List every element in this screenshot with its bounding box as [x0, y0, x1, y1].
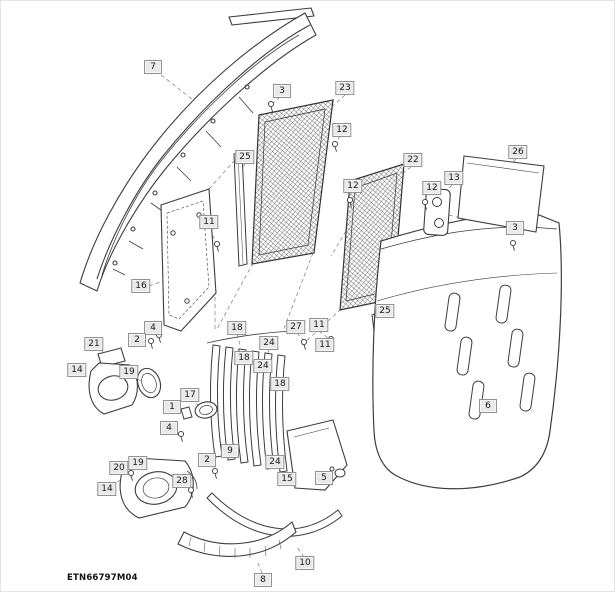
- callout-16[interactable]: 16: [131, 279, 151, 293]
- headlight-lower: [119, 457, 198, 519]
- callout-25[interactable]: 25: [375, 304, 395, 318]
- front-grille-slats: [206, 330, 291, 473]
- hood-frame-panel: [79, 7, 317, 292]
- callout-3[interactable]: 3: [273, 84, 291, 98]
- corner-panel: [457, 155, 545, 233]
- callout-19[interactable]: 19: [128, 456, 148, 470]
- callout-27[interactable]: 27: [286, 320, 306, 334]
- callout-12[interactable]: 12: [332, 123, 352, 137]
- callout-7[interactable]: 7: [144, 60, 162, 74]
- callout-6[interactable]: 6: [479, 399, 497, 413]
- callout-2[interactable]: 2: [198, 453, 216, 467]
- callout-20[interactable]: 20: [109, 461, 129, 475]
- callout-8[interactable]: 8: [254, 573, 272, 587]
- callout-12[interactable]: 12: [422, 181, 442, 195]
- callout-24[interactable]: 24: [253, 359, 273, 373]
- bumper-strip: [177, 521, 297, 558]
- callout-25[interactable]: 25: [235, 150, 255, 164]
- callout-21[interactable]: 21: [84, 337, 104, 351]
- callout-14[interactable]: 14: [67, 363, 87, 377]
- callout-11[interactable]: 11: [199, 215, 219, 229]
- trim-strip: [206, 492, 343, 537]
- callout-5[interactable]: 5: [315, 471, 333, 485]
- callout-15[interactable]: 15: [277, 472, 297, 486]
- callout-3[interactable]: 3: [506, 221, 524, 235]
- callout-2[interactable]: 2: [128, 333, 146, 347]
- callout-14[interactable]: 14: [97, 482, 117, 496]
- small-bracket: [423, 188, 451, 236]
- callout-12[interactable]: 12: [343, 179, 363, 193]
- callout-22[interactable]: 22: [403, 153, 423, 167]
- callout-19[interactable]: 19: [119, 365, 139, 379]
- callout-1[interactable]: 1: [163, 400, 181, 414]
- callout-24[interactable]: 24: [259, 336, 279, 350]
- callout-26[interactable]: 26: [508, 145, 528, 159]
- callout-23[interactable]: 23: [335, 81, 355, 95]
- callout-18[interactable]: 18: [227, 321, 247, 335]
- grille-panel-left: [251, 99, 334, 265]
- callout-9[interactable]: 9: [221, 444, 239, 458]
- callout-11[interactable]: 11: [315, 338, 335, 352]
- callout-18[interactable]: 18: [270, 377, 290, 391]
- callout-10[interactable]: 10: [295, 556, 315, 570]
- callout-4[interactable]: 4: [144, 321, 162, 335]
- callout-11[interactable]: 11: [309, 318, 329, 332]
- callout-17[interactable]: 17: [180, 388, 200, 402]
- callout-13[interactable]: 13: [444, 171, 464, 185]
- callout-4[interactable]: 4: [160, 421, 178, 435]
- callout-24[interactable]: 24: [265, 455, 285, 469]
- oval-cap: [194, 401, 218, 419]
- clip-part: [180, 406, 193, 420]
- figure-id-label: ETN66797M04: [67, 573, 138, 583]
- callout-18[interactable]: 18: [234, 351, 254, 365]
- callout-28[interactable]: 28: [172, 474, 192, 488]
